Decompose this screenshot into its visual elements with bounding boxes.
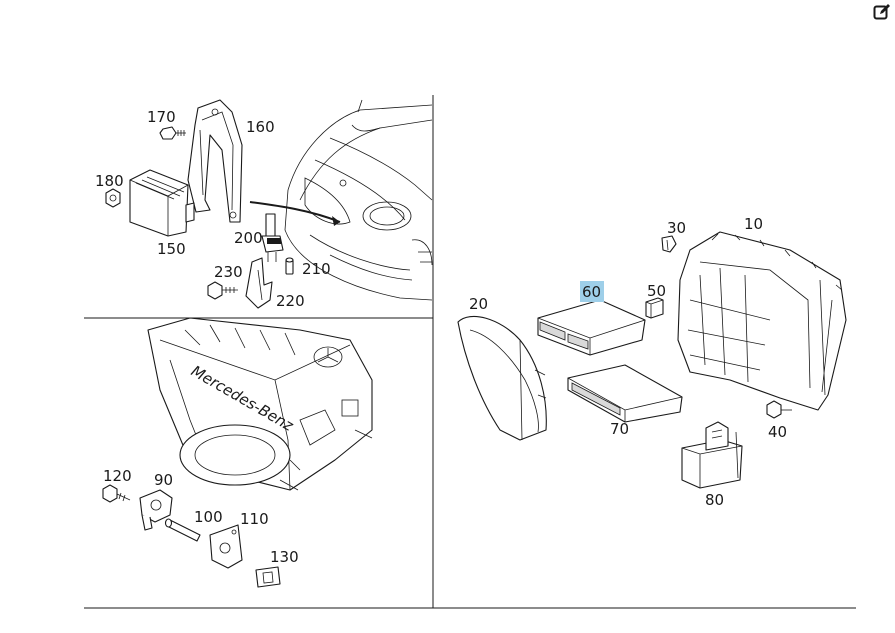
part-220-bracket[interactable] (245, 257, 273, 309)
callout-80[interactable]: 80 (705, 491, 724, 509)
callout-100[interactable]: 100 (194, 508, 223, 526)
part-210-pin[interactable] (285, 257, 294, 275)
callout-210[interactable]: 210 (302, 260, 331, 278)
callout-labels: 170 160 180 150 200 230 210 220 120 90 1… (95, 108, 787, 566)
callout-70[interactable]: 70 (610, 420, 629, 438)
diagram-frame (84, 95, 856, 609)
callout-160[interactable]: 160 (246, 118, 275, 136)
callout-20[interactable]: 20 (469, 295, 488, 313)
selected-callout-highlight (580, 281, 604, 302)
part-10-housing[interactable] (677, 231, 847, 411)
part-40-bolt[interactable] (766, 400, 792, 419)
callout-120[interactable]: 120 (103, 467, 132, 485)
callout-40[interactable]: 40 (768, 423, 787, 441)
part-170-screw[interactable] (159, 126, 186, 140)
callout-10[interactable]: 10 (744, 215, 763, 233)
part-180-nut[interactable] (105, 188, 121, 208)
part-160-bracket[interactable] (187, 99, 243, 223)
callout-150[interactable]: 150 (157, 240, 186, 258)
part-200-sensor[interactable] (261, 213, 284, 262)
callout-230[interactable]: 230 (214, 263, 243, 281)
callout-130[interactable]: 130 (270, 548, 299, 566)
part-130-clip[interactable] (255, 566, 281, 588)
location-arrow (249, 201, 341, 226)
part-70-control-unit[interactable] (567, 364, 683, 423)
part-120-bolt[interactable] (102, 484, 131, 503)
callout-110[interactable]: 110 (240, 510, 269, 528)
callout-200[interactable]: 200 (234, 229, 263, 247)
callout-180[interactable]: 180 (95, 172, 124, 190)
part-60-control-unit[interactable] (537, 299, 646, 356)
part-150-control-unit[interactable] (129, 169, 195, 237)
part-20-cover[interactable] (457, 315, 547, 441)
callout-90[interactable]: 90 (154, 471, 173, 489)
engine-cover-illustration: Mercedes-Benz (147, 317, 373, 491)
part-100-pin[interactable] (164, 518, 201, 542)
callout-30[interactable]: 30 (667, 219, 686, 237)
part-80-relay[interactable] (681, 421, 743, 489)
part-230-bolt[interactable] (207, 281, 238, 300)
part-90-sensor[interactable] (139, 489, 173, 531)
callout-170[interactable]: 170 (147, 108, 176, 126)
part-50-clip[interactable] (645, 297, 664, 319)
part-110-bracket[interactable] (209, 524, 243, 569)
callout-220[interactable]: 220 (276, 292, 305, 310)
edit-icon (873, 4, 890, 20)
part-30-clip[interactable] (661, 235, 677, 253)
edit-button[interactable] (872, 2, 892, 22)
callout-50[interactable]: 50 (647, 282, 666, 300)
callout-60[interactable]: 60 (582, 283, 601, 301)
